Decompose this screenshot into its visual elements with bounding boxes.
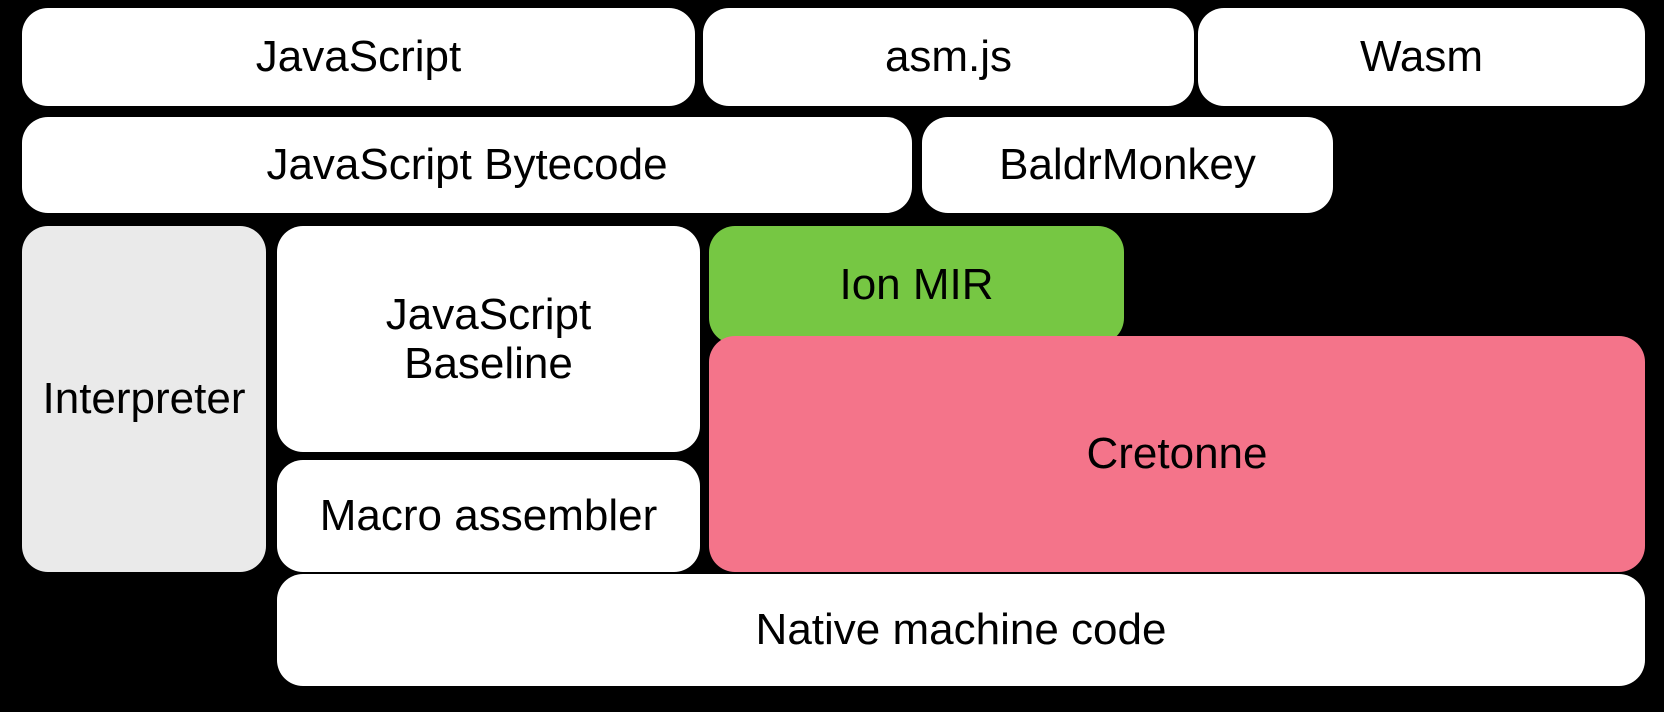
node-asm-js: asm.js [703, 8, 1194, 106]
node-interpreter: Interpreter [22, 226, 266, 572]
node-cretonne: Cretonne [709, 336, 1645, 572]
node-native-machine-code: Native machine code [277, 574, 1645, 686]
node-wasm: Wasm [1198, 8, 1645, 106]
node-ion-mir: Ion MIR [709, 226, 1124, 344]
node-javascript-baseline: JavaScript Baseline [277, 226, 700, 452]
node-macro-assembler: Macro assembler [277, 460, 700, 572]
node-javascript-source: JavaScript [22, 8, 695, 106]
node-javascript-bytecode: JavaScript Bytecode [22, 117, 912, 213]
node-baldrmonkey: BaldrMonkey [922, 117, 1333, 213]
